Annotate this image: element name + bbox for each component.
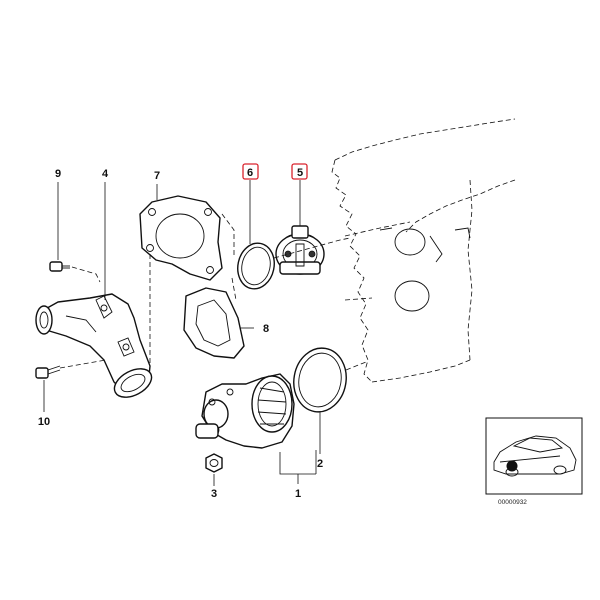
block-bore-lower [394, 280, 430, 312]
part-9-bolt [49, 261, 70, 272]
alignment-lines [59, 213, 367, 371]
callout-5-highlight-box [291, 163, 308, 180]
callout-8: 8 [263, 323, 269, 335]
part-10-bolt [35, 365, 61, 379]
part-7-gasket [139, 195, 223, 281]
inset-code: 00000932 [498, 499, 527, 506]
callout-1: 1 [295, 488, 301, 500]
part-1-water-pump [195, 373, 295, 449]
part-2-o-ring [293, 347, 347, 413]
callout-6-highlight-box [242, 163, 259, 180]
part-8-gasket [183, 287, 245, 359]
callout-5: 5 [297, 167, 303, 179]
callout-6: 6 [247, 167, 253, 179]
car-locator-inset: 00000932 [485, 417, 583, 506]
part-3-nut [205, 453, 223, 473]
callout-10: 10 [38, 416, 50, 428]
part-6-o-ring [237, 242, 275, 290]
engine-location-marker [506, 460, 518, 472]
callout-9: 9 [55, 168, 61, 180]
engine-block [331, 118, 516, 383]
callout-7: 7 [154, 170, 160, 182]
callout-3: 3 [211, 488, 217, 500]
part-4-thermostat-housing [35, 293, 153, 398]
callout-2: 2 [317, 458, 323, 470]
leader-lines [43, 180, 321, 486]
block-bore-upper [394, 228, 426, 256]
part-5-thermostat [275, 225, 325, 275]
callout-4: 4 [102, 168, 109, 180]
